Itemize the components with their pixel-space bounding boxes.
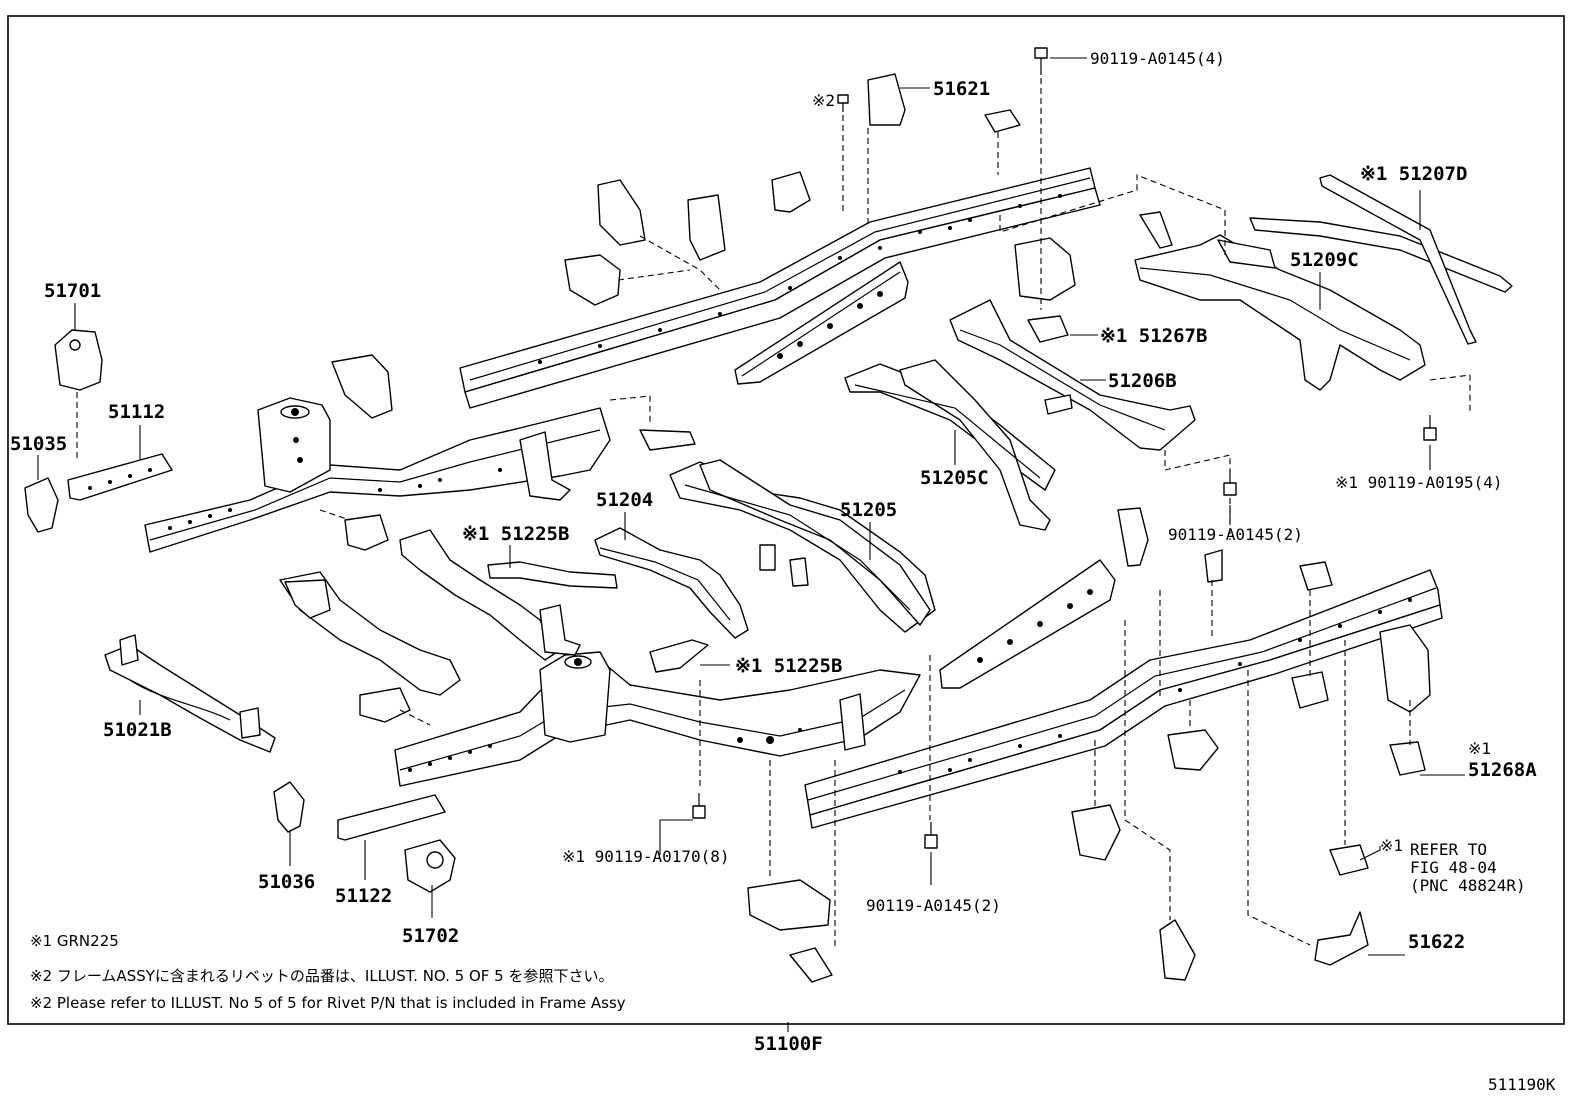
label-refer-line3: (PNC 48824R): [1410, 876, 1526, 895]
label-51036: 51036: [258, 871, 315, 893]
crossmember-51204: [594, 527, 749, 639]
crossmember-51021b: [104, 634, 276, 753]
bracket-51035: [24, 477, 59, 533]
label-51207d: ※1 51207D: [1360, 163, 1467, 185]
right-brackets: [1071, 507, 1431, 981]
note-rivet-english: ※2 Please refer to ILLUST. No 5 of 5 for…: [30, 994, 626, 1012]
crossmember-51205: [669, 459, 936, 633]
label-51622: 51622: [1408, 931, 1465, 953]
crossmember-51205c: [844, 359, 1056, 531]
plate-51112: [67, 453, 173, 501]
label-51209c: 51209C: [1290, 249, 1359, 271]
right-side-rail: [804, 569, 1443, 829]
label-90119-a0145-2-center: 90119-A0145(2): [866, 896, 1001, 915]
left-side-rail: [144, 397, 611, 553]
label-51621: 51621: [933, 78, 990, 100]
crossmember-51206b: [949, 299, 1196, 451]
label-51267b: ※1 51267B: [1100, 325, 1207, 347]
bracket-51701: [54, 329, 103, 391]
bracket-51702: [404, 839, 456, 893]
label-51225b-lower: ※1 51225B: [735, 655, 842, 677]
bracket-51036: [273, 781, 305, 833]
top-brackets: [331, 73, 1173, 451]
illustration-code: 511190K: [1488, 1075, 1556, 1094]
label-refer-line2: FIG 48-04: [1410, 858, 1497, 877]
diagram-border: [7, 15, 1565, 1025]
crossmember-51209c: [1134, 234, 1426, 391]
label-51701: 51701: [44, 280, 101, 302]
label-51225b-upper: ※1 51225B: [462, 523, 569, 545]
label-51702: 51702: [402, 925, 459, 947]
brace-51207d: [1249, 174, 1513, 345]
label-51205: 51205: [840, 499, 897, 521]
crossmember-51225b-upper: [487, 561, 618, 589]
label-51206b: 51206B: [1108, 370, 1177, 392]
label-51268a: 51268A: [1468, 759, 1537, 781]
label-90119-a0195-4: ※1 90119-A0195(4): [1335, 473, 1503, 492]
label-90119-a0170-8: ※1 90119-A0170(8): [562, 847, 730, 866]
note-rivet-japanese: ※2 フレームASSYに含まれるリベットの品番は、ILLUST. NO. 5 O…: [30, 967, 614, 985]
label-refer-mark: ※1: [1380, 836, 1403, 855]
label-51205c: 51205C: [920, 467, 989, 489]
label-51035: 51035: [10, 433, 67, 455]
label-90119-a0145-2-right: 90119-A0145(2): [1168, 525, 1303, 544]
callout-labels: 51621 90119-A0145(4) ※2 ※1 51207D 51209C…: [10, 49, 1537, 1055]
footnotes: ※1 GRN225 ※2 フレームASSYに含まれるリベットの品番は、ILLUS…: [30, 932, 626, 1012]
lower-left-rail: [394, 651, 921, 787]
middle-inner-rail: [734, 261, 909, 385]
label-refer-line1: REFER TO: [1410, 840, 1487, 859]
upper-frame-rail: [459, 167, 1101, 409]
leader-lines: [37, 57, 1465, 1032]
crossmember-arm-left: [399, 529, 581, 661]
label-51021b: 51021B: [103, 719, 172, 741]
label-51268a-mark: ※1: [1468, 739, 1491, 758]
crossmember-lower-left: [279, 571, 461, 696]
note-grn225: ※1 GRN225: [30, 932, 119, 950]
label-51112: 51112: [108, 401, 165, 423]
label-rivet-note-mark: ※2: [812, 91, 835, 110]
right-middle-plate: [939, 559, 1116, 689]
label-51204: 51204: [596, 489, 653, 511]
label-51100f: 51100F: [754, 1033, 823, 1055]
bolts: [692, 47, 1437, 849]
plate-51122: [337, 794, 446, 841]
label-90119-a0145-4: 90119-A0145(4): [1090, 49, 1225, 68]
bottom-brackets: [344, 514, 833, 983]
label-51122: 51122: [335, 885, 392, 907]
